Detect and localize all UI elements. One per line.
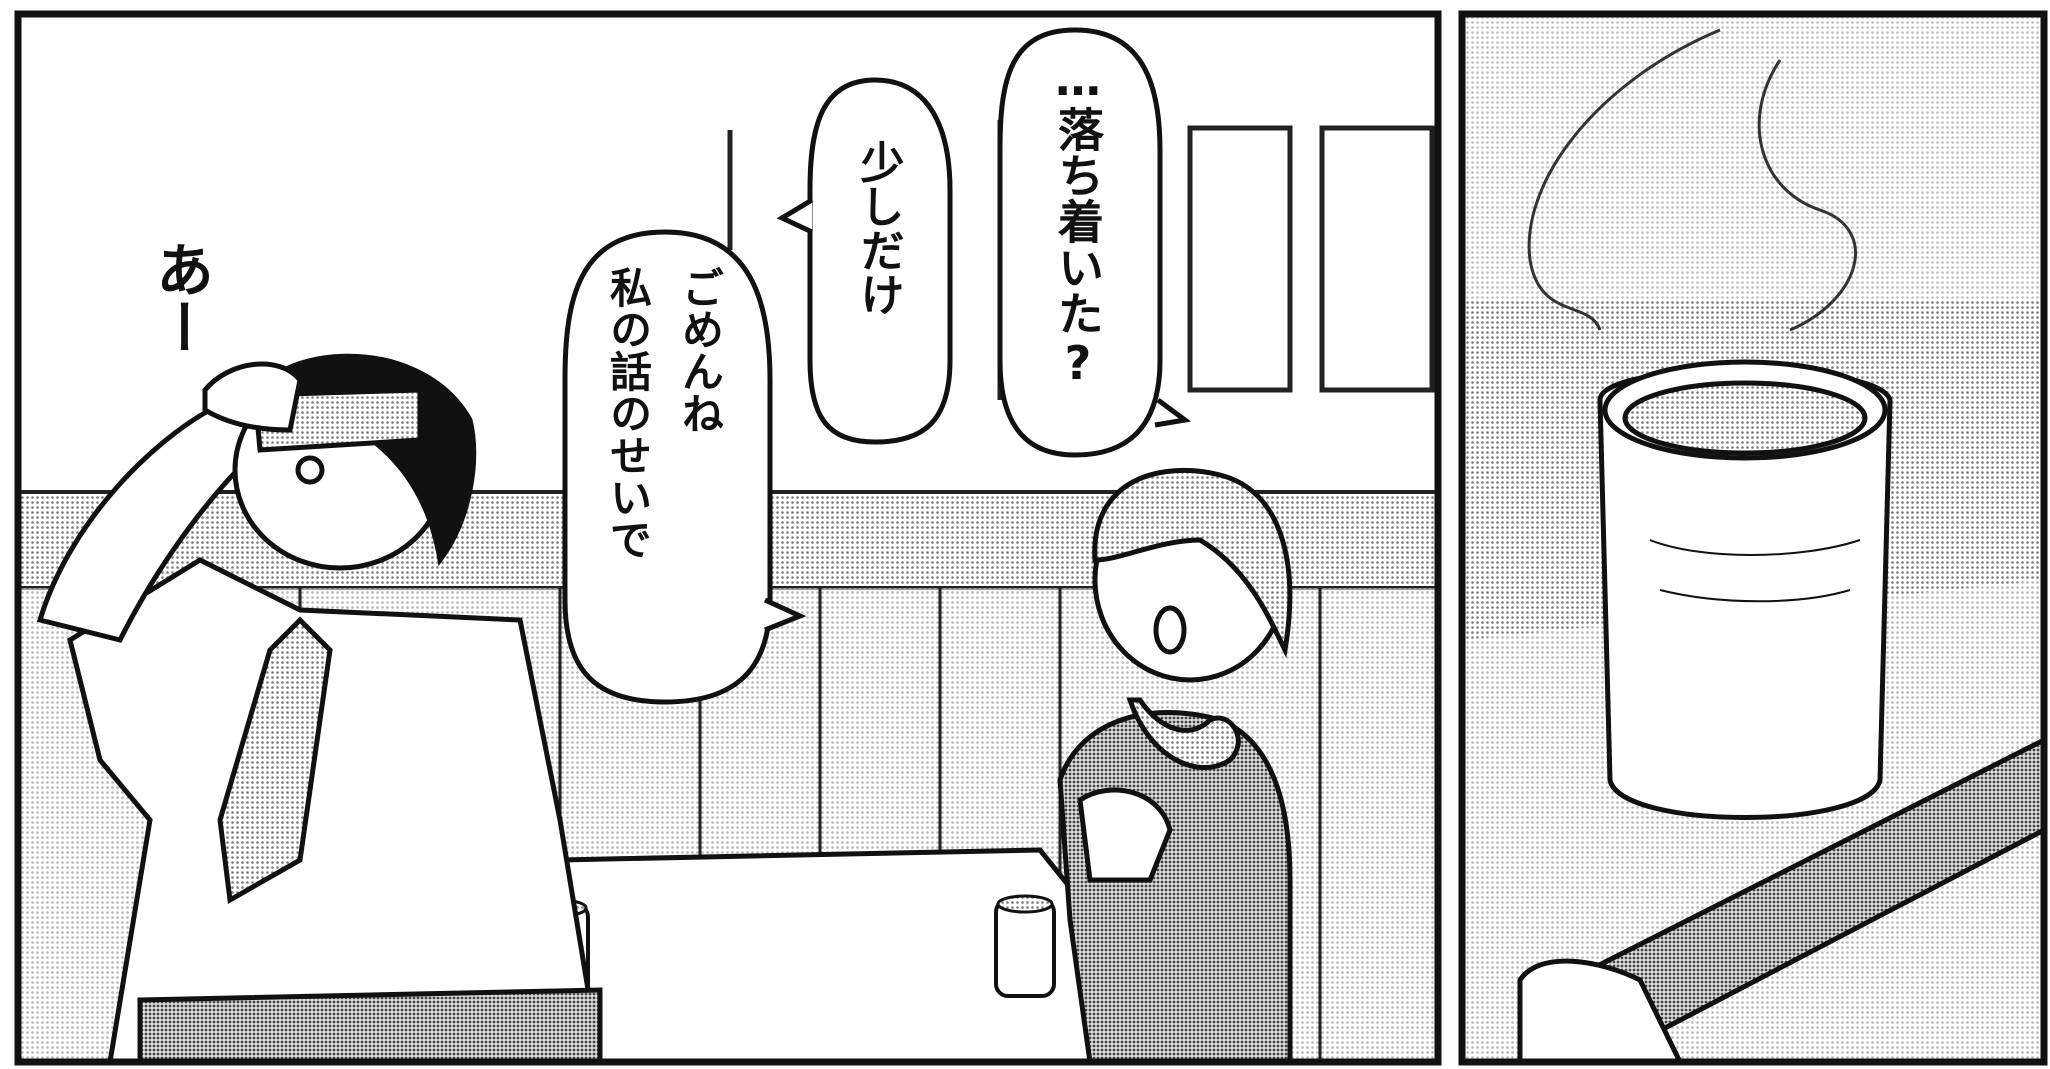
panel-right bbox=[1462, 14, 2044, 1062]
cup-right bbox=[994, 894, 1056, 998]
sfx-aa: あー bbox=[146, 240, 214, 356]
girl-character bbox=[1057, 467, 1293, 1062]
boy-character bbox=[36, 353, 603, 1062]
teacup bbox=[1597, 359, 1893, 820]
bubble-ochitsuita: …落ち着いた? bbox=[997, 27, 1192, 458]
chopstick-wrapper bbox=[1517, 737, 2044, 1062]
dialogue-gomenne-line2: 私の話のせいで bbox=[604, 266, 653, 560]
steam bbox=[1527, 28, 1858, 332]
dialogue-ochitsuita: …落ち着いた? bbox=[1051, 52, 1105, 390]
bubble-gomenne: ごめんね 私の話のせいで bbox=[562, 229, 807, 705]
dialogue-sukoshi: 少しだけ bbox=[853, 140, 905, 316]
panel-left: …落ち着いた? 少しだけ ごめんね 私の話のせいで あー bbox=[18, 14, 1438, 1062]
bubble-sukoshi: 少しだけ bbox=[776, 77, 953, 445]
dialogue-gomenne-line1: ごめんね bbox=[676, 266, 725, 434]
